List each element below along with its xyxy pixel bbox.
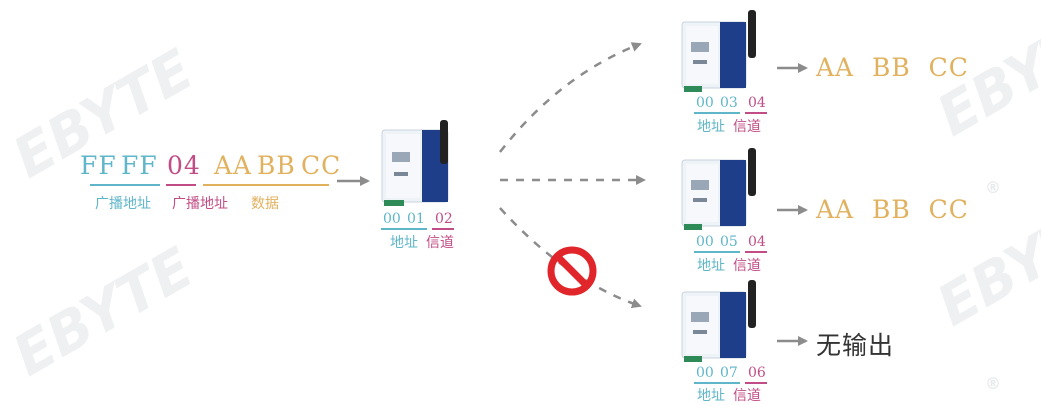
receiver-2-channel: 04	[748, 234, 766, 250]
sender-addr-underline	[381, 228, 427, 230]
receiver-3-label-addr: 地址	[697, 388, 725, 404]
underline-data	[203, 184, 329, 186]
underline-broadcast	[90, 184, 160, 186]
label-broadcast-address: 广播地址	[95, 196, 151, 212]
sender-channel-underline	[432, 228, 454, 230]
prohibited-icon	[547, 246, 597, 296]
receiver-1-label-channel: 信道	[733, 119, 761, 135]
receiver-3-label-channel: 信道	[733, 388, 761, 404]
sender-label-channel: 信道	[426, 235, 454, 251]
input-byte-2: FF	[121, 151, 158, 180]
receiver-1-addr-lo: 03	[720, 95, 738, 111]
sender-addr-hi: 00	[383, 211, 401, 227]
receiver-1-channel-underline	[745, 112, 767, 114]
wireless-module-icon-receiver-3	[681, 280, 756, 362]
input-byte-3: 04	[167, 151, 201, 180]
receiver-2-output: AA BB CC	[816, 195, 969, 224]
wireless-module-icon-sender	[381, 120, 449, 206]
wireless-module-icon-receiver-1	[681, 10, 756, 92]
receiver-3-output: 无输出	[816, 331, 895, 360]
receiver-3-addr-lo: 07	[720, 365, 738, 381]
input-byte-5: BB	[257, 151, 296, 180]
receiver-2-label-addr: 地址	[697, 258, 725, 274]
receiver-1-label-addr: 地址	[697, 119, 725, 135]
receiver-2-channel-underline	[745, 251, 767, 253]
receiver-3-channel: 06	[748, 365, 766, 381]
link-to-receiver-3	[499, 207, 642, 309]
link-to-receiver-1	[499, 42, 642, 153]
receiver-2-addr-underline	[694, 251, 740, 253]
registered-mark-2: ®	[985, 374, 1001, 393]
receiver-3-channel-underline	[745, 382, 767, 384]
receiver-1-output: AA BB CC	[816, 53, 969, 82]
sender-addr-lo: 01	[407, 211, 425, 227]
label-data: 数据	[251, 196, 279, 212]
registered-mark-1: ®	[985, 178, 1001, 197]
input-byte-4: AA	[214, 151, 253, 180]
sender-label-addr: 地址	[390, 235, 418, 251]
input-byte-6: CC	[301, 151, 342, 180]
receiver-2-label-channel: 信道	[733, 258, 761, 274]
receiver-1-channel: 04	[748, 95, 766, 111]
receiver-3-addr-hi: 00	[696, 365, 714, 381]
receiver-1-addr-hi: 00	[696, 95, 714, 111]
receiver-3-addr-underline	[694, 382, 740, 384]
receiver-2-addr-hi: 00	[696, 234, 714, 250]
receiver-2-addr-lo: 05	[720, 234, 738, 250]
input-byte-1: FF	[80, 151, 117, 180]
label-channel: 广播地址	[172, 196, 228, 212]
sender-channel: 02	[435, 211, 453, 227]
receiver-1-addr-underline	[694, 112, 740, 114]
wireless-module-icon-receiver-2	[681, 148, 756, 230]
underline-channel	[166, 184, 196, 186]
